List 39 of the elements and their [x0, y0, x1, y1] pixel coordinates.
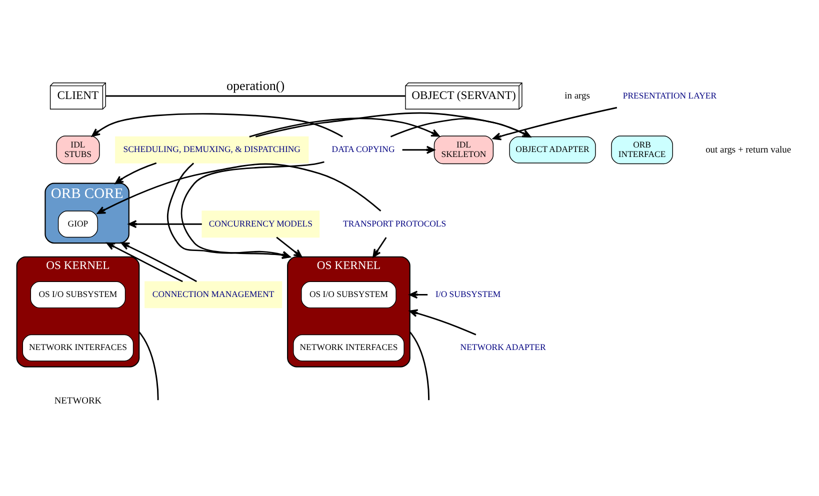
- arrow: [114, 162, 157, 184]
- node-box: ORB INTERFACE: [611, 135, 673, 164]
- arrow: [409, 308, 476, 335]
- label: NETWORK: [54, 396, 102, 406]
- arrow: [255, 112, 531, 137]
- node-box: OS I/O SUBSYSTEM: [301, 280, 396, 308]
- node-text: DATA COPYING: [332, 144, 395, 154]
- node-box: IDL SKELETON: [434, 135, 494, 164]
- arrow: [409, 290, 428, 298]
- node-box: SCHEDULING, DEMUXING, & DISPATCHING: [115, 136, 309, 163]
- arrow: [96, 162, 382, 214]
- node-box: GIOP: [58, 210, 98, 238]
- node-box: OBJECT ADAPTER: [509, 136, 596, 163]
- connector: [138, 331, 159, 400]
- arrow: [372, 236, 387, 258]
- node-box: CONNECTION MANAGEMENT: [144, 280, 282, 308]
- arrow: [402, 145, 435, 154]
- arrow: [120, 242, 197, 282]
- arrow: [249, 117, 440, 137]
- arrow: [492, 106, 618, 140]
- node-box: IDL STUBS: [56, 135, 100, 164]
- node-box: NETWORK INTERFACES: [293, 334, 404, 361]
- node-box: OS I/O SUBSYSTEM: [30, 280, 126, 308]
- arrow: [276, 236, 302, 258]
- node-text: NETWORK ADAPTER: [460, 342, 546, 352]
- arrow: [128, 220, 202, 228]
- connector: [409, 331, 430, 400]
- connector: [106, 94, 406, 96]
- arrow: [92, 112, 343, 137]
- node-box: NETWORK INTERFACES: [22, 334, 134, 361]
- label: out args + return value: [706, 144, 792, 155]
- node-text: TRANSPORT PROTOCOLS: [343, 218, 446, 228]
- arrow: [390, 117, 531, 137]
- edge-label: operation(): [226, 77, 285, 92]
- node-text: I/O SUBSYSTEM: [436, 288, 501, 298]
- label: in args: [564, 90, 590, 101]
- arrow: [106, 242, 183, 282]
- node-text: PRESENTATION LAYER: [622, 90, 717, 100]
- node-box: CONCURRENCY MODELS: [202, 210, 320, 238]
